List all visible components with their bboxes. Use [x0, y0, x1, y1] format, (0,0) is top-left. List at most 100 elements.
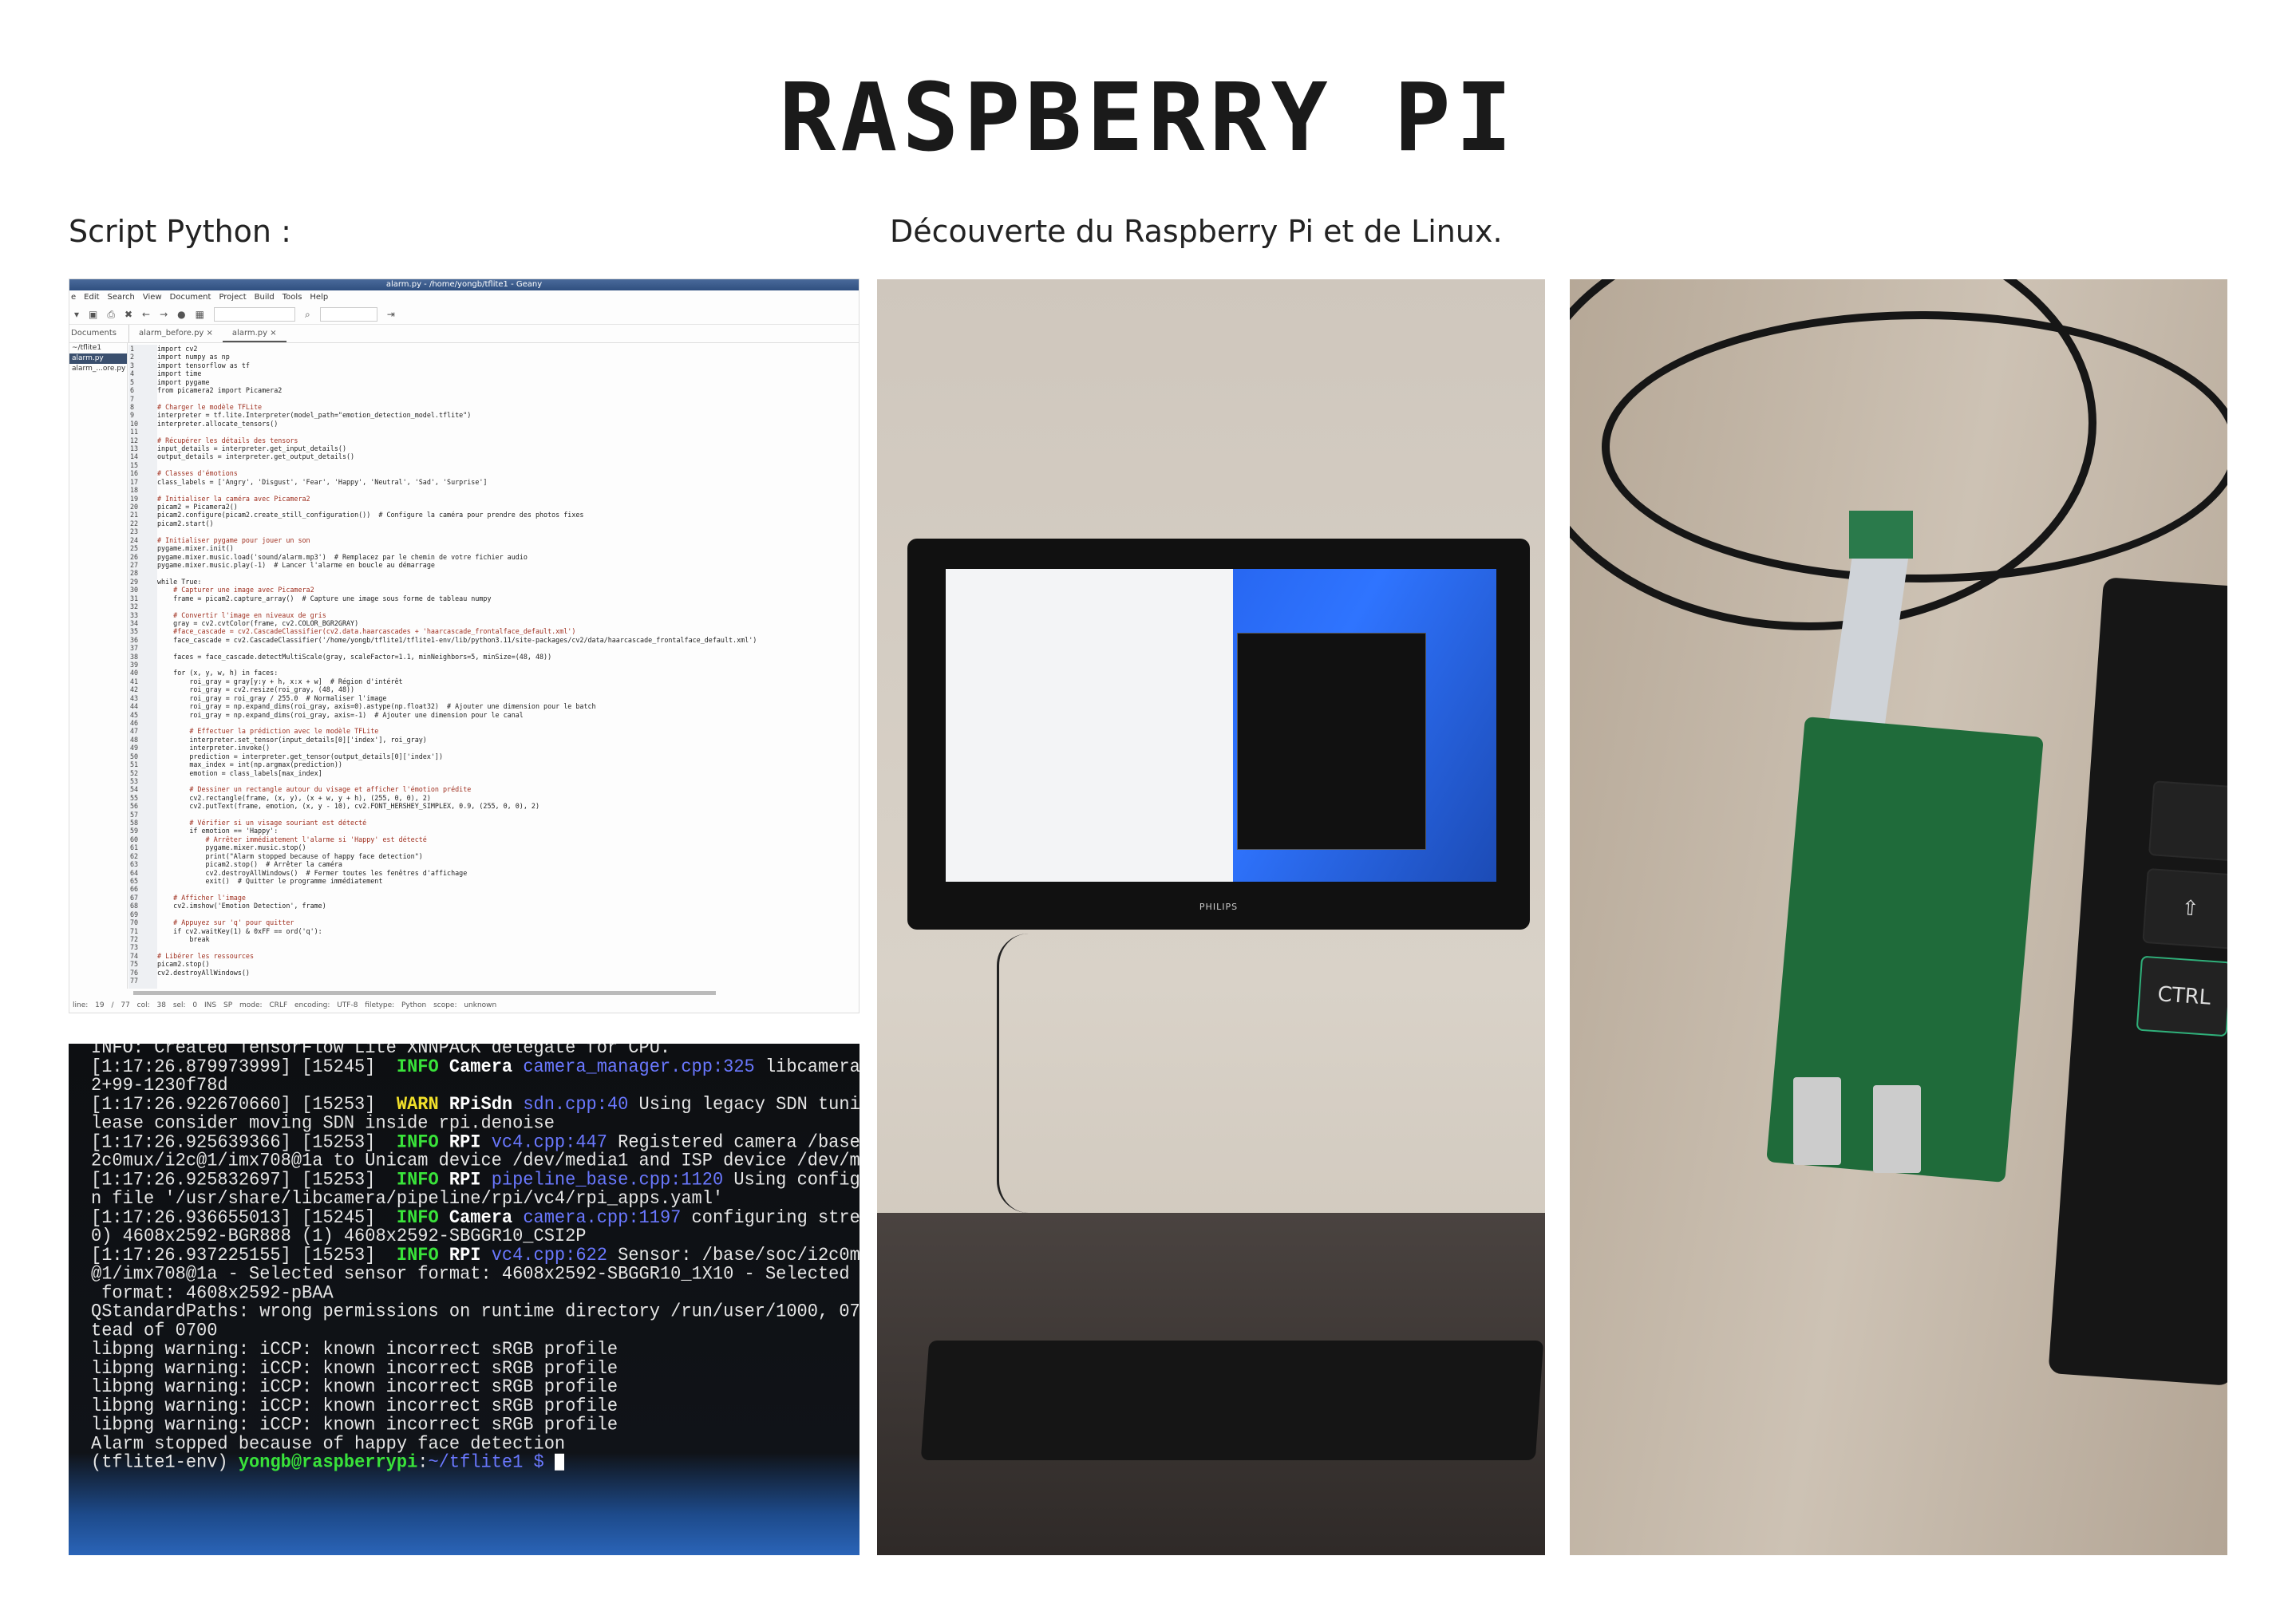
- line-number: 2: [130, 353, 135, 361]
- new-file-icon: ▾: [74, 309, 80, 320]
- terminal-line: [1:17:26.879973999] [15245] INFO Camera …: [91, 1056, 860, 1077]
- caption-script-python: Script Python :: [69, 214, 291, 249]
- code-text: cv2.imshow('Emotion Detection', frame): [157, 902, 326, 910]
- terminal-text: [1:17:26.925639366] [15253]: [91, 1131, 397, 1153]
- terminal-text: Alarm stopped because of happy face dete…: [91, 1433, 566, 1455]
- terminal-text: camera.cpp:1197: [523, 1206, 682, 1228]
- terminal-text: Using legacy SDN tuning - p: [638, 1093, 860, 1116]
- terminal-line: 2c0mux/i2c@1/imx708@1a to Unicam device …: [91, 1151, 860, 1171]
- terminal-text: Registered camera /base/soc/i: [618, 1131, 860, 1153]
- code-text: # Afficher l'image: [157, 893, 246, 902]
- line-number: 27: [130, 560, 139, 569]
- code-line: 62 print("Alarm stopped because of happy…: [130, 852, 859, 860]
- terminal-text: [481, 1245, 492, 1266]
- line-number: 70: [130, 918, 139, 927]
- code-text: cv2.rectangle(frame, (x, y), (x + w, y +…: [157, 793, 431, 802]
- code-text: emotion = class_labels[max_index]: [157, 768, 322, 777]
- code-text: import cv2: [157, 345, 198, 353]
- terminal-line: libpng warning: iCCP: known incorrect sR…: [91, 1396, 860, 1416]
- code-text: interpreter.allocate_tensors(): [157, 419, 279, 428]
- sidebar-file-alarm-before: alarm_...ore.py: [72, 365, 126, 373]
- terminal-line: INFO: Created TensorFlow Lite XNNPACK de…: [91, 1044, 860, 1058]
- menu-item: Help: [310, 293, 329, 302]
- code-text: frame = picam2.capture_array() # Capture…: [157, 594, 492, 602]
- terminal-text: vc4.cpp:447: [491, 1131, 607, 1153]
- terminal-line: [1:17:26.936655013] [15245] INFO Camera …: [91, 1206, 860, 1228]
- code-line: 77: [130, 977, 859, 985]
- line-number: 40: [130, 669, 139, 677]
- documents-tab: Documents: [69, 325, 129, 342]
- code-text: picam2.stop() # Arrêter la caméra: [157, 860, 342, 869]
- terminal-line: libpng warning: iCCP: known incorrect sR…: [91, 1340, 860, 1360]
- terminal-text: INFO: [396, 1056, 439, 1077]
- line-number: 39: [130, 661, 139, 669]
- code-line: 58 # Vérifier si un visage souriant est …: [130, 819, 859, 827]
- tab-alarm-before: alarm_before.py ×: [139, 329, 213, 338]
- terminal-text: :: [417, 1451, 429, 1473]
- code-line: 24# Initialiser pygame pour jouer un son: [130, 536, 859, 544]
- code-line: 16# Classes d'émotions: [130, 469, 859, 477]
- line-number: 4: [130, 369, 135, 378]
- menu-item: View: [142, 293, 162, 302]
- code-line: 31 frame = picam2.capture_array() # Capt…: [130, 594, 859, 602]
- terminal-line: [1:17:26.925832697] [15253] INFO RPI pip…: [91, 1171, 860, 1190]
- code-text: # Récupérer les détails des tensors: [157, 436, 298, 444]
- code-text: for (x, y, w, h) in faces:: [157, 669, 279, 677]
- tab-alarm: alarm.py ×: [222, 325, 287, 342]
- goto-line-input: [319, 307, 377, 322]
- line-number: 15: [130, 460, 139, 469]
- code-line: 66: [130, 885, 859, 893]
- line-number: 36: [130, 635, 139, 644]
- editor-tabs: Documents alarm_before.py × alarm.py ×: [69, 325, 859, 343]
- line-number: 8: [130, 402, 135, 411]
- code-line: 67 # Afficher l'image: [130, 894, 859, 902]
- terminal-text: [439, 1056, 449, 1077]
- open-file-icon: ▣: [89, 309, 98, 320]
- terminal-text: libpng warning: iCCP: known incorrect sR…: [91, 1376, 618, 1398]
- code-text: max_index = int(np.argmax(prediction)): [157, 760, 342, 769]
- line-number: 68: [130, 902, 139, 910]
- terminal-text: [544, 1452, 555, 1473]
- terminal-line: libpng warning: iCCP: known incorrect sR…: [91, 1376, 860, 1398]
- caption-discovery: Découverte du Raspberry Pi et de Linux.: [890, 214, 1503, 249]
- code-text: # Libérer les ressources: [157, 951, 255, 960]
- line-number: 62: [130, 851, 139, 860]
- line-number: 30: [130, 586, 139, 594]
- terminal-text: Camera: [449, 1056, 513, 1077]
- line-number: 76: [130, 968, 139, 977]
- usb-connector: [1793, 1077, 1841, 1165]
- line-number: 32: [130, 602, 139, 611]
- code-line: 65 exit() # Quitter le programme immédia…: [130, 877, 859, 885]
- photo-raspberry-pi-closeup: ⇧ CTRL: [1570, 279, 2227, 1555]
- code-line: 43 roi_gray = roi_gray / 255.0 # Normali…: [130, 694, 859, 702]
- toolbar: ▾ ▣ ⎙ ✖ ← → ● ▦ ⌕ ⇥: [69, 305, 859, 325]
- code-line: 55 cv2.rectangle(frame, (x, y), (x + w, …: [130, 794, 859, 802]
- line-number: 5: [130, 377, 135, 386]
- line-number: 37: [130, 644, 139, 653]
- terminal-text: Using configuratio: [733, 1169, 860, 1191]
- terminal-line: libpng warning: iCCP: known incorrect sR…: [91, 1416, 860, 1435]
- code-text: # Arrêter immédiatement l'alarme si 'Hap…: [157, 835, 427, 843]
- keyboard-key: [2148, 780, 2227, 862]
- code-line: 69: [130, 910, 859, 918]
- code-line: 56 cv2.putText(frame, emotion, (x, y - 1…: [130, 802, 859, 810]
- code-line: 19# Initialiser la caméra avec Picamera2: [130, 495, 859, 503]
- ctrl-key: CTRL: [2136, 955, 2227, 1037]
- terminal-text: 2+99-1230f78d: [91, 1075, 228, 1096]
- line-number: 51: [130, 760, 139, 769]
- line-number: 31: [130, 594, 139, 602]
- line-number: 23: [130, 527, 139, 536]
- terminal-text: RPiSdn: [449, 1093, 513, 1116]
- code-text: picam2.stop(): [157, 960, 210, 969]
- line-number: 75: [130, 960, 139, 969]
- terminal-text: [439, 1094, 449, 1115]
